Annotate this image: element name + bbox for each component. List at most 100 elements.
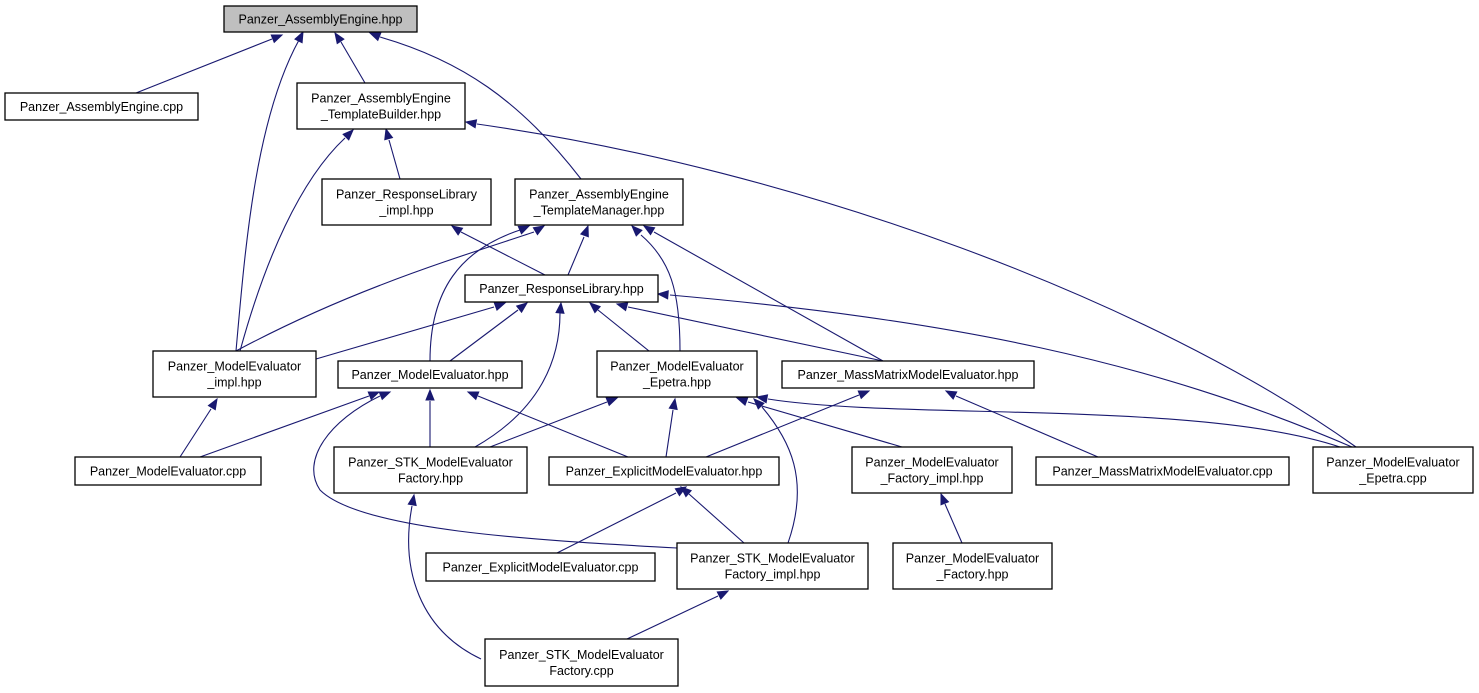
arrowhead bbox=[716, 590, 730, 600]
edge-line bbox=[313, 395, 678, 549]
node-box[interactable] bbox=[321, 178, 492, 226]
node-box[interactable] bbox=[296, 82, 466, 130]
node-label: _Epetra.cpp bbox=[1358, 472, 1426, 486]
node-explicit_me_cpp[interactable]: Panzer_ExplicitModelEvaluator.cpp bbox=[425, 552, 656, 582]
arrowhead bbox=[735, 397, 749, 407]
node-model_evaluator_hpp[interactable]: Panzer_ModelEvaluator.hpp bbox=[337, 360, 523, 389]
edge-explicit_me_hpp-to-mass_matrix_me_hpp bbox=[705, 390, 871, 458]
node-label: Panzer_ModelEvaluator.cpp bbox=[90, 465, 246, 479]
arrowhead bbox=[466, 391, 480, 401]
edge-model_evaluator_impl_hpp-to-template_builder_hpp bbox=[239, 129, 354, 352]
arrowhead bbox=[294, 30, 304, 44]
node-box[interactable] bbox=[333, 446, 528, 494]
node-label: Panzer_ModelEvaluator bbox=[610, 360, 743, 374]
edge-line bbox=[688, 493, 745, 544]
edge-line bbox=[340, 41, 366, 84]
node-label: Panzer_ExplicitModelEvaluator.hpp bbox=[566, 465, 763, 479]
edge-stk_me_factory_hpp-to-response_library_hpp bbox=[474, 301, 565, 448]
edge-model_evaluator_hpp-to-response_library_hpp bbox=[449, 302, 529, 362]
node-template_builder_hpp[interactable]: Panzer_AssemblyEngine_TemplateBuilder.hp… bbox=[296, 82, 466, 130]
node-box[interactable] bbox=[74, 456, 262, 486]
node-label: Panzer_STK_ModelEvaluator bbox=[690, 552, 855, 566]
node-label: Panzer_AssemblyEngine bbox=[529, 188, 669, 202]
node-assembly_engine_hpp[interactable]: Panzer_AssemblyEngine.hpp bbox=[223, 5, 418, 33]
node-response_library_hpp[interactable]: Panzer_ResponseLibrary.hpp bbox=[464, 274, 659, 303]
edge-stk_me_factory_hpp-to-model_evaluator_epetra_hpp bbox=[489, 397, 619, 448]
node-label: _Epetra.hpp bbox=[642, 376, 711, 390]
node-box[interactable] bbox=[596, 350, 758, 398]
edge-line bbox=[944, 503, 963, 544]
node-label: Panzer_MassMatrixModelEvaluator.cpp bbox=[1052, 465, 1272, 479]
edge-model_evaluator_impl_hpp-to-assembly_engine_hpp bbox=[235, 30, 304, 352]
node-label: Panzer_ExplicitModelEvaluator.cpp bbox=[443, 561, 639, 575]
node-assembly_engine_cpp[interactable]: Panzer_AssemblyEngine.cpp bbox=[4, 92, 199, 121]
edge-explicit_me_hpp-to-model_evaluator_epetra_hpp bbox=[665, 397, 678, 458]
node-label: Panzer_ResponseLibrary bbox=[336, 188, 478, 202]
edge-line bbox=[476, 123, 1357, 448]
node-stk_me_factory_impl_hpp[interactable]: Panzer_STK_ModelEvaluatorFactory_impl.hp… bbox=[676, 542, 869, 590]
node-box[interactable] bbox=[514, 178, 684, 226]
edge-line bbox=[199, 395, 370, 458]
edge-model_evaluator_epetra_cpp-to-response_library_hpp bbox=[656, 290, 1353, 448]
node-box[interactable] bbox=[851, 446, 1013, 494]
node-model_evaluator_epetra_cpp[interactable]: Panzer_ModelEvaluator _Epetra.cpp bbox=[1312, 446, 1474, 494]
edge-line bbox=[705, 394, 860, 458]
arrowhead bbox=[755, 394, 769, 404]
edge-line bbox=[239, 137, 346, 352]
arrowhead bbox=[857, 390, 871, 400]
node-mass_matrix_me_cpp[interactable]: Panzer_MassMatrixModelEvaluator.cpp bbox=[1035, 456, 1290, 486]
arrowhead bbox=[605, 397, 619, 407]
node-box[interactable] bbox=[484, 638, 679, 687]
edge-mass_matrix_me_hpp-to-response_library_hpp bbox=[615, 302, 884, 362]
node-model_evaluator_epetra_hpp[interactable]: Panzer_ModelEvaluator _Epetra.hpp bbox=[596, 350, 758, 398]
node-label: Panzer_ModelEvaluator bbox=[1326, 456, 1459, 470]
edge-model_evaluator_epetra_hpp-to-response_library_hpp bbox=[588, 302, 650, 352]
node-template_manager_hpp[interactable]: Panzer_AssemblyEngine_TemplateManager.hp… bbox=[514, 178, 684, 226]
edge-line bbox=[379, 36, 582, 180]
arrowhead bbox=[944, 390, 958, 400]
arrowhead bbox=[615, 302, 629, 312]
arrowhead bbox=[515, 302, 529, 314]
node-mass_matrix_me_hpp[interactable]: Panzer_MassMatrixModelEvaluator.hpp bbox=[781, 360, 1035, 389]
node-box[interactable] bbox=[4, 92, 199, 121]
node-model_evaluator_cpp[interactable]: Panzer_ModelEvaluator.cpp bbox=[74, 456, 262, 486]
node-box[interactable] bbox=[892, 542, 1053, 590]
node-box[interactable] bbox=[548, 456, 780, 486]
node-me_factory_hpp[interactable]: Panzer_ModelEvaluator_Factory.hpp bbox=[892, 542, 1053, 590]
node-response_library_impl_hpp[interactable]: Panzer_ResponseLibrary_impl.hpp bbox=[321, 178, 492, 226]
node-box[interactable] bbox=[1035, 456, 1290, 486]
node-box[interactable] bbox=[337, 360, 523, 389]
arrowhead bbox=[425, 388, 435, 401]
node-label: _Factory_impl.hpp bbox=[880, 472, 984, 486]
node-box[interactable] bbox=[464, 274, 659, 303]
node-label: Panzer_ModelEvaluator.hpp bbox=[351, 368, 508, 382]
arrowhead bbox=[207, 397, 218, 411]
node-label: Panzer_ModelEvaluator bbox=[168, 360, 301, 374]
node-box[interactable] bbox=[676, 542, 869, 590]
node-label: _impl.hpp bbox=[206, 376, 261, 390]
edge-line bbox=[235, 231, 535, 352]
edge-template_manager_hpp-to-assembly_engine_hpp bbox=[368, 32, 582, 180]
node-model_evaluator_impl_hpp[interactable]: Panzer_ModelEvaluator _impl.hpp bbox=[152, 350, 317, 398]
edge-mass_matrix_me_cpp-to-mass_matrix_me_hpp bbox=[944, 390, 1099, 458]
node-box[interactable] bbox=[1312, 446, 1474, 494]
node-label: Factory.hpp bbox=[398, 472, 463, 486]
edge-line bbox=[489, 401, 608, 448]
node-label: _Factory.hpp bbox=[935, 568, 1008, 582]
node-box[interactable] bbox=[223, 5, 418, 33]
node-box[interactable] bbox=[425, 552, 656, 582]
node-label: Panzer_AssemblyEngine bbox=[311, 92, 451, 106]
node-me_factory_impl_hpp[interactable]: Panzer_ModelEvaluator_Factory_impl.hpp bbox=[851, 446, 1013, 494]
edge-line bbox=[665, 409, 674, 458]
edge-explicit_me_cpp-to-explicit_me_hpp bbox=[556, 486, 688, 554]
arrowhead bbox=[493, 302, 507, 312]
node-box[interactable] bbox=[781, 360, 1035, 389]
edge-stk_me_factory_cpp-to-stk_me_factory_hpp bbox=[407, 493, 482, 660]
node-box[interactable] bbox=[152, 350, 317, 398]
node-explicit_me_hpp[interactable]: Panzer_ExplicitModelEvaluator.hpp bbox=[548, 456, 780, 486]
edge-model_evaluator_epetra_cpp-to-template_builder_hpp bbox=[464, 119, 1357, 448]
node-label: Factory.cpp bbox=[549, 664, 613, 678]
